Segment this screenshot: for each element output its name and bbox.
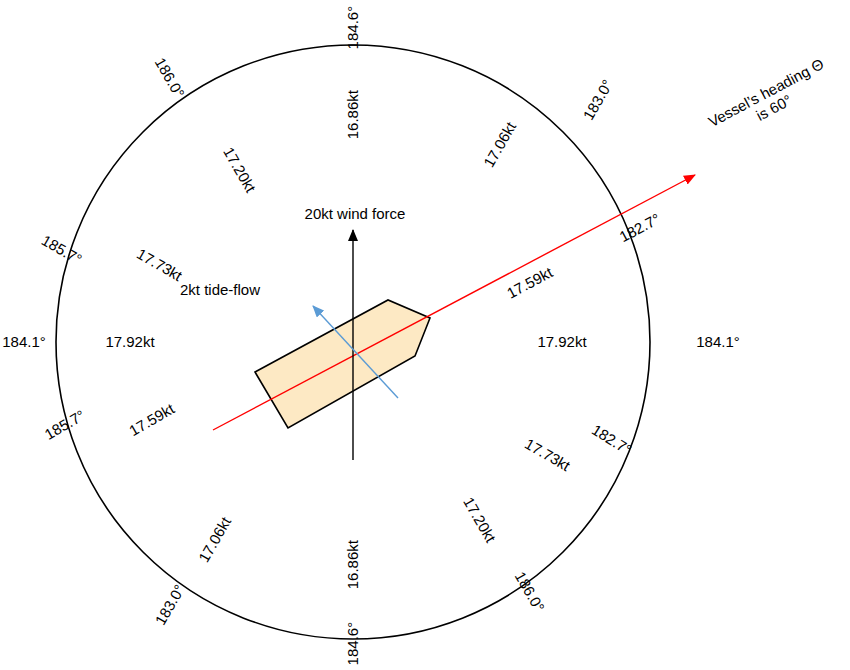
bearing-value: 183.0° xyxy=(152,582,189,628)
bearing-value: 184.1° xyxy=(2,333,46,350)
bearing-value: 182.7° xyxy=(589,421,635,459)
speed-value: 17.20kt xyxy=(220,144,260,195)
wind-arrow xyxy=(352,230,353,460)
bearing-value: 186.0° xyxy=(152,55,189,101)
speed-value: 16.86kt xyxy=(344,90,361,139)
heading-note: Vessel’s heading Θ is 60° xyxy=(704,54,837,146)
tide-label: 2kt tide-flow xyxy=(180,281,260,298)
speed-value: 16.86kt xyxy=(344,540,361,589)
bearing-value: 185.7° xyxy=(39,232,85,269)
bearing-value: 184.1° xyxy=(696,333,740,350)
speed-value: 17.73kt xyxy=(522,435,573,475)
heading-arrow xyxy=(213,175,695,430)
vessel-hull xyxy=(255,300,430,428)
bearing-value: 182.7° xyxy=(617,210,664,246)
bearing-value: 184.6° xyxy=(344,622,361,666)
speed-value: 17.20kt xyxy=(460,494,500,545)
speed-value: 17.59kt xyxy=(126,400,177,440)
speed-value: 17.06kt xyxy=(480,119,520,170)
bearing-value: 184.6° xyxy=(344,6,361,50)
wind-label: 20kt wind force xyxy=(305,205,406,222)
speed-value: 17.73kt xyxy=(134,245,185,285)
bearing-value: 183.0° xyxy=(580,77,617,123)
tide-arrow xyxy=(313,306,398,398)
bearing-value: 186.0° xyxy=(512,569,549,615)
speed-value: 17.59kt xyxy=(504,264,556,302)
speed-value: 17.92kt xyxy=(537,333,586,350)
speed-value: 17.92kt xyxy=(105,333,154,350)
speed-value: 17.06kt xyxy=(195,514,235,565)
compass-circle xyxy=(56,45,650,639)
